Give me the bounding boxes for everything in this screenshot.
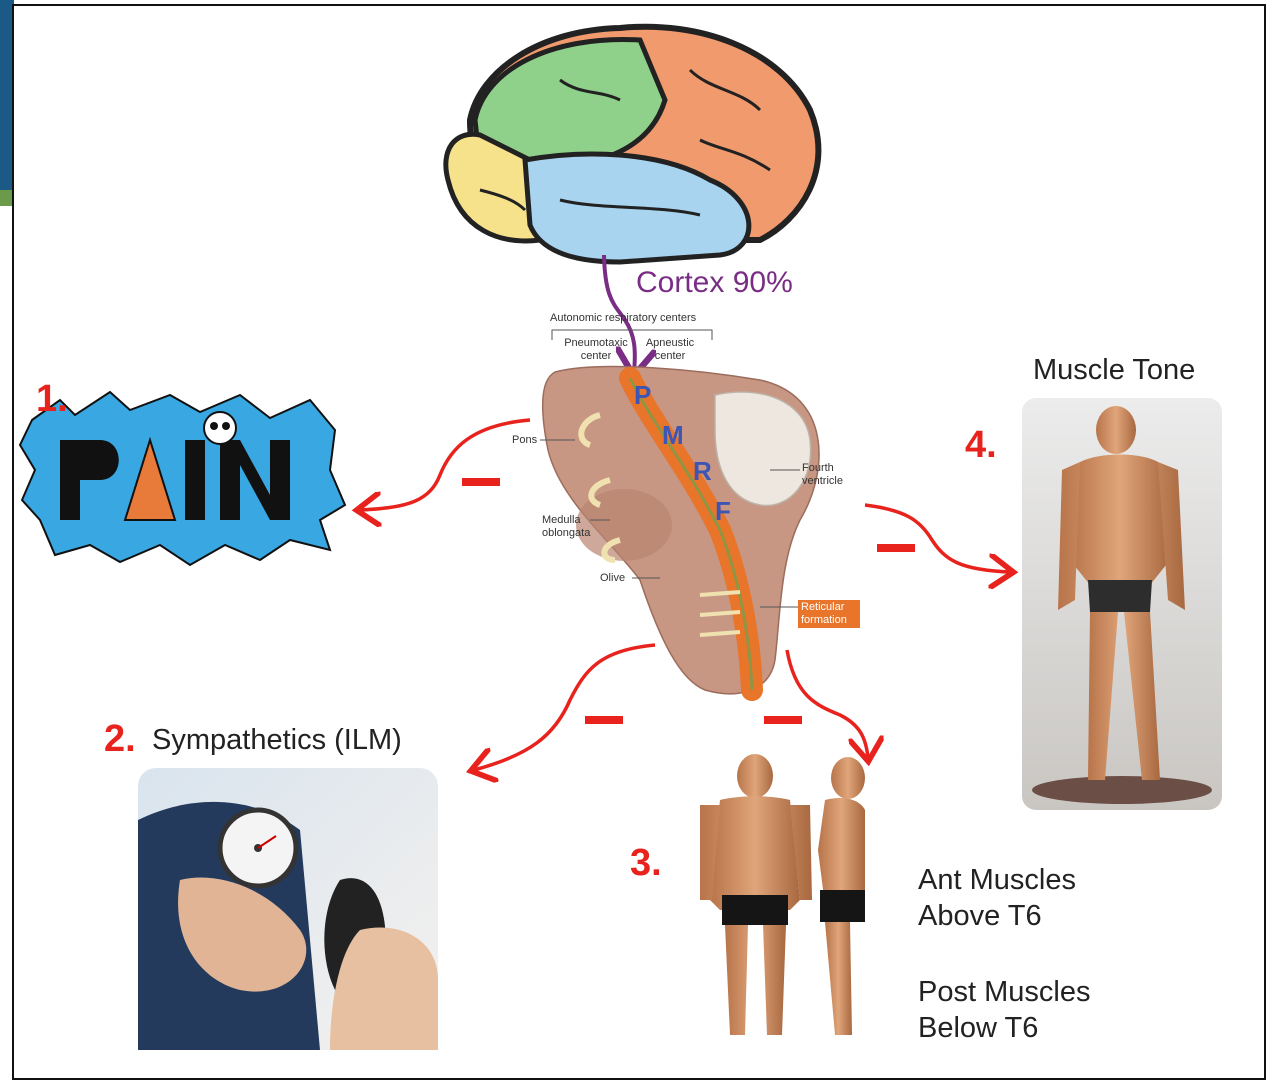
fourth-ventricle-label: Fourth ventricle bbox=[802, 462, 862, 488]
brain-illustration bbox=[446, 27, 819, 262]
sympathetics-label: Sympathetics (ILM) bbox=[152, 724, 402, 757]
cortex-label: Cortex 90% bbox=[636, 266, 793, 300]
arrow-to-pain bbox=[360, 420, 530, 510]
anterior-posterior-photo bbox=[700, 754, 865, 1035]
olive-label: Olive bbox=[600, 572, 625, 585]
post-muscles-line-1: Post Muscles bbox=[918, 976, 1090, 1009]
medulla-label: Medulla oblongata bbox=[542, 514, 602, 540]
muscle-tone-label: Muscle Tone bbox=[1033, 354, 1195, 387]
inhibition-mark-pain bbox=[462, 478, 500, 486]
apneustic-label: Apneustic center bbox=[630, 337, 710, 363]
inhibition-mark-sympathetics bbox=[585, 716, 623, 724]
ant-muscles-line-2: Above T6 bbox=[918, 900, 1042, 933]
letter-f: F bbox=[715, 496, 731, 527]
respiratory-centers-label: Autonomic respiratory centers bbox=[550, 312, 696, 325]
letter-m: M bbox=[662, 420, 684, 451]
reticular-formation-label: Reticular formation bbox=[798, 600, 860, 628]
item-4-number: 4. bbox=[965, 424, 997, 467]
inhibition-mark-tone bbox=[877, 544, 915, 552]
blood-pressure-photo bbox=[138, 768, 438, 1050]
pons-label: Pons bbox=[512, 434, 537, 447]
item-2-number: 2. bbox=[104, 718, 136, 761]
pain-image bbox=[20, 392, 345, 565]
arrow-to-muscle-tone bbox=[865, 505, 1010, 572]
ant-muscles-line-1: Ant Muscles bbox=[918, 864, 1076, 897]
post-muscles-line-2: Below T6 bbox=[918, 1012, 1038, 1045]
letter-r: R bbox=[693, 456, 712, 487]
item-1-number: 1. bbox=[36, 378, 68, 421]
pneumotaxic-label: Pneumotaxic center bbox=[556, 337, 636, 363]
muscle-tone-photo bbox=[1022, 398, 1222, 810]
letter-p: P bbox=[634, 380, 651, 411]
inhibition-mark-trunk bbox=[764, 716, 802, 724]
item-3-number: 3. bbox=[630, 842, 662, 885]
arrow-to-sympathetics bbox=[474, 645, 655, 770]
arrow-to-trunk-muscles bbox=[787, 650, 868, 758]
